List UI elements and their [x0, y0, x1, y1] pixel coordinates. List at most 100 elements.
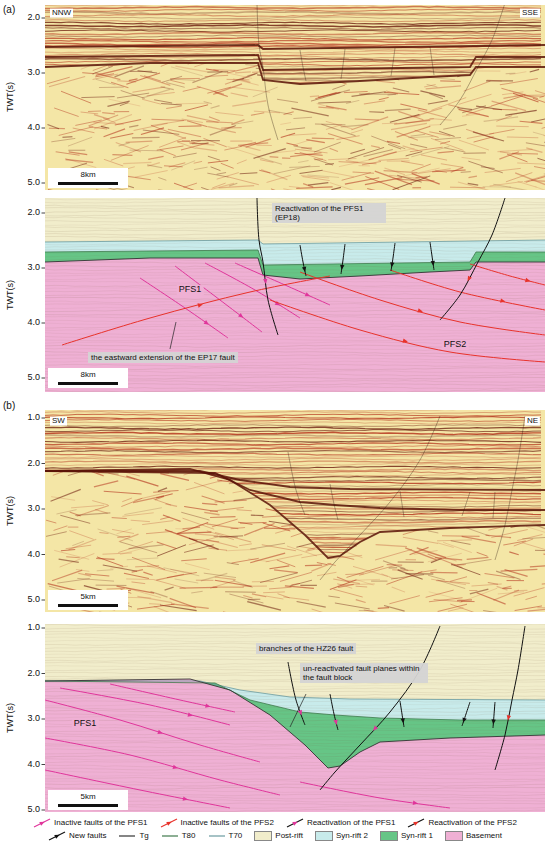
tick-label: 2.0 [27, 669, 40, 679]
seismic-chaotic-reflector [461, 470, 482, 478]
seismic-chaotic-reflector [225, 73, 257, 84]
seismic-chaotic-reflector [373, 405, 409, 414]
seismic-chaotic-reflector [540, 417, 550, 421]
seismic-chaotic-reflector [235, 417, 264, 421]
seismic-chaotic-reflector [336, 75, 353, 77]
seismic-chaotic-reflector [399, 75, 422, 77]
seismic-chaotic-reflector [451, 541, 471, 545]
seismic-chaotic-reflector [98, 529, 133, 541]
legend-item: Syn-rift 2 [315, 831, 368, 841]
seismic-chaotic-reflector [69, 152, 87, 155]
seismic-chaotic-reflector [233, 491, 244, 493]
seismic-chaotic-reflector [423, 430, 460, 436]
seismic-chaotic-reflector [95, 450, 121, 455]
seismic-chaotic-reflector [507, 446, 541, 454]
scale-box [48, 590, 128, 610]
seismic-chaotic-reflector [51, 489, 81, 501]
seismic-chaotic-reflector [490, 494, 500, 498]
seismic-chaotic-reflector [530, 69, 539, 72]
seismic-chaotic-reflector [234, 412, 258, 414]
seismic-chaotic-reflector [170, 15, 191, 19]
seismic-reflector [45, 137, 541, 139]
seismic-chaotic-reflector [160, 40, 171, 41]
seismic-chaotic-reflector [254, 149, 286, 159]
seismic-chaotic-reflector [472, 459, 484, 463]
seismic-chaotic-reflector [469, 406, 494, 412]
seismic-chaotic-reflector [237, 510, 252, 511]
seismic-chaotic-reflector [312, 609, 342, 618]
seismic-chaotic-reflector [49, 437, 74, 446]
seismic-chaotic-reflector [359, 94, 396, 95]
legend-line-sample [286, 818, 304, 828]
seismic-chaotic-reflector [252, 443, 289, 455]
seismic-chaotic-reflector [335, 453, 352, 459]
seismic-chaotic-reflector [112, 517, 127, 519]
seismic-chaotic-reflector [328, 596, 339, 598]
seismic-chaotic-reflector [258, 438, 294, 442]
fault-line [45, 738, 280, 795]
seismic-chaotic-reflector [353, 566, 388, 576]
seismic-chaotic-reflector [515, 173, 550, 188]
tg-horizon [45, 679, 545, 768]
seismic-chaotic-reflector [70, 450, 91, 454]
seismic-chaotic-reflector [95, 6, 118, 14]
seismic-chaotic-reflector [299, 170, 322, 173]
seismic-chaotic-reflector [291, 426, 328, 440]
seismic-chaotic-reflector [359, 610, 374, 611]
seismic-chaotic-reflector [429, 592, 465, 601]
fault-arrow [417, 308, 422, 312]
fault-line [205, 263, 300, 318]
faint-reflector [45, 781, 545, 783]
seismic-chaotic-reflector [544, 554, 550, 561]
seismic-chaotic-reflector [322, 416, 332, 420]
faint-reflector [45, 336, 545, 338]
seismic-reflector [45, 528, 541, 530]
seismic-chaotic-reflector [363, 149, 392, 156]
legend-line-sample [407, 818, 425, 828]
legend-line-sample [161, 831, 179, 841]
seismic-reflector [45, 422, 541, 424]
seismic-chaotic-reflector [531, 470, 545, 475]
seismic-chaotic-reflector [266, 476, 286, 477]
seismic-chaotic-reflector [428, 531, 438, 533]
tick-label: 3.0 [27, 68, 40, 78]
seismic-chaotic-reflector [208, 161, 228, 163]
seismic-chaotic-reflector [462, 536, 496, 542]
seismic-chaotic-reflector [68, 449, 97, 451]
faint-reflector [45, 662, 545, 664]
seismic-chaotic-reflector [441, 455, 460, 461]
seismic-chaotic-reflector [497, 437, 530, 443]
seismic-chaotic-reflector [387, 141, 400, 143]
seismic-chaotic-reflector [445, 443, 455, 445]
legend-horizon-line [162, 835, 178, 836]
legend-item: Inactive faults of the PFS1 [33, 818, 147, 828]
seismic-chaotic-reflector [445, 51, 457, 53]
seismic-chaotic-reflector [468, 183, 478, 185]
seismic-reflector [45, 157, 541, 159]
seismic-chaotic-reflector [233, 449, 261, 453]
seismic-chaotic-reflector [174, 435, 187, 438]
seismic-chaotic-reflector [298, 426, 333, 428]
faint-reflector [45, 342, 545, 344]
seismic-chaotic-reflector [367, 189, 383, 193]
fault-line [341, 244, 345, 274]
tick-mark [42, 183, 46, 184]
seismic-chaotic-reflector [307, 175, 339, 177]
seismic-chaotic-reflector [232, 101, 266, 106]
seismic-chaotic-reflector [373, 36, 399, 39]
seismic-chaotic-reflector [308, 475, 323, 481]
seismic-reflector [45, 105, 541, 107]
seismic-chaotic-reflector [397, 18, 432, 27]
seismic-chaotic-reflector [133, 11, 160, 20]
seismic-chaotic-reflector [196, 16, 206, 18]
seismic-chaotic-reflector [151, 125, 174, 134]
seismic-reflector [45, 139, 541, 141]
seismic-chaotic-reflector [389, 596, 419, 604]
seismic-chaotic-reflector [417, 6, 453, 11]
seismic-chaotic-reflector [305, 565, 322, 567]
seismic-chaotic-reflector [512, 512, 548, 515]
tick-mark [42, 673, 46, 674]
seismic-chaotic-reflector [318, 525, 346, 534]
seismic-chaotic-reflector [263, 591, 285, 593]
seismic-chaotic-reflector [418, 110, 447, 118]
